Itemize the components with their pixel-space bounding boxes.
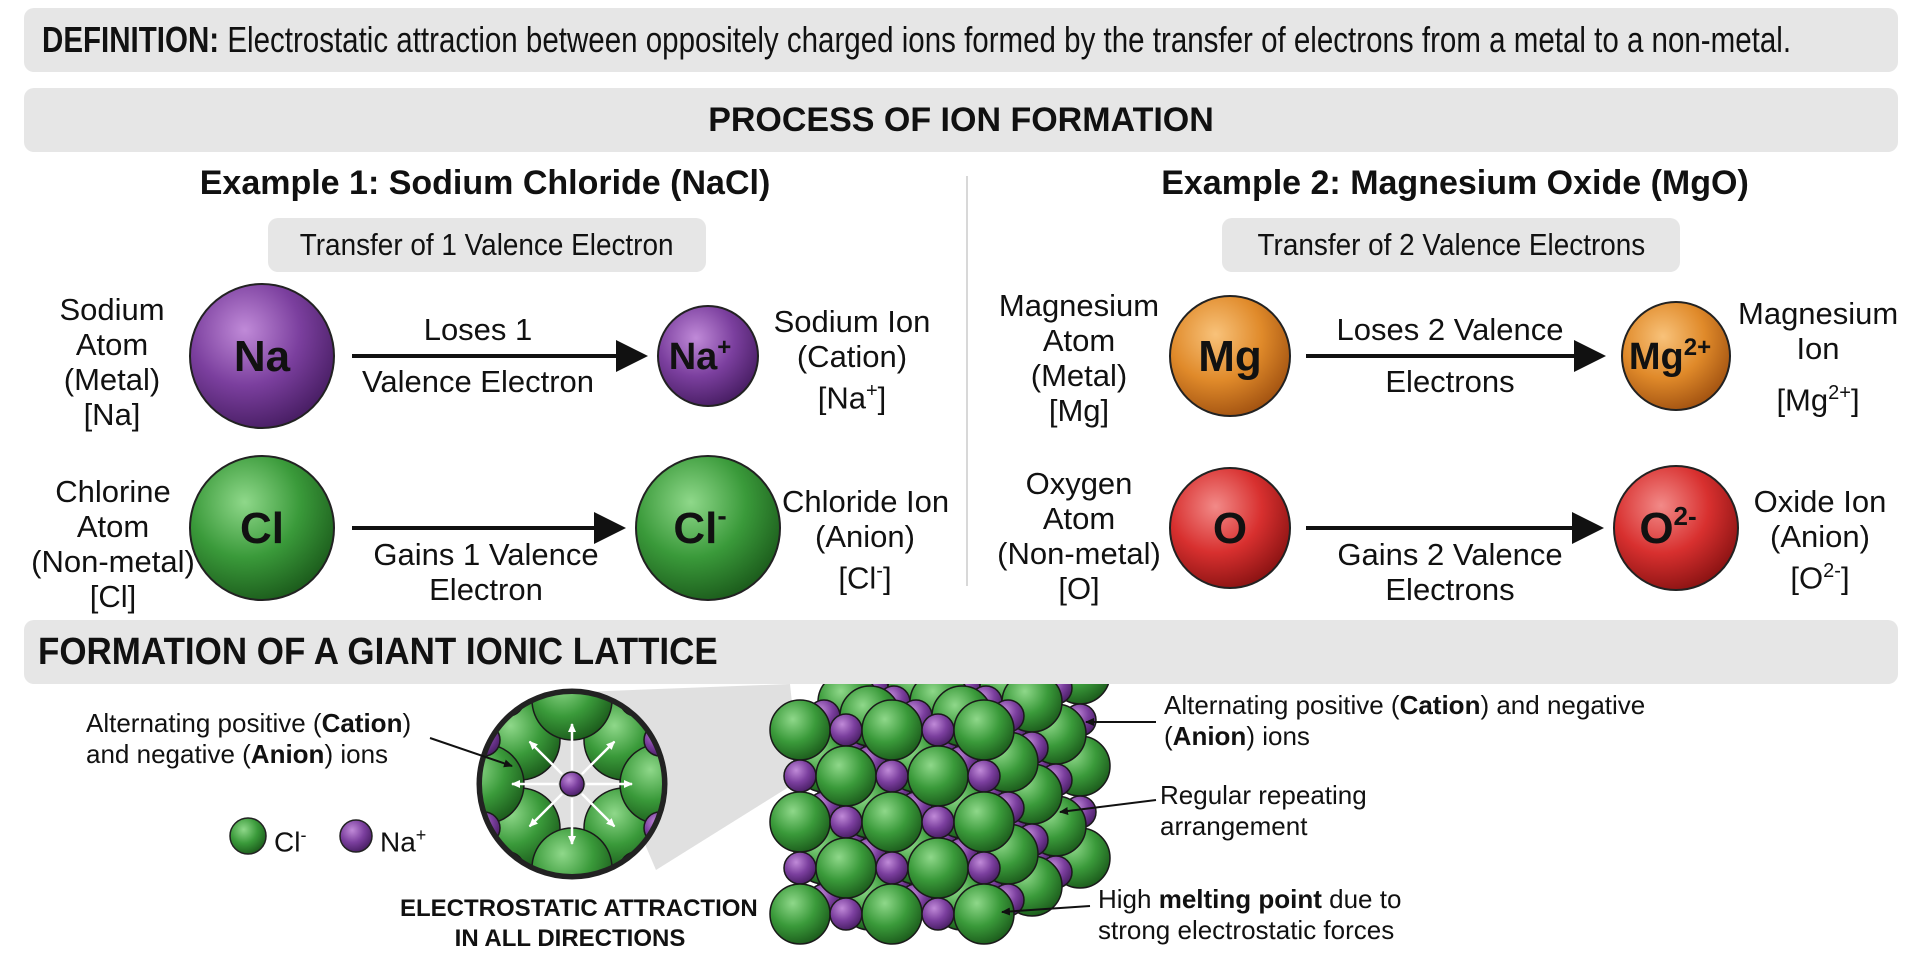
lattice-sodium-ion	[967, 851, 1001, 885]
oxide-ion-label: Oxide Ion (Anion) [O2-]	[1753, 484, 1887, 596]
oxygen-atom	[1169, 467, 1291, 589]
lattice-sodium-ion	[783, 759, 817, 793]
attraction-arrow	[581, 740, 616, 775]
oxygen-arrow-bottom-label: Gains 2 Valence	[1337, 537, 1563, 572]
lattice-chloride-ion	[953, 699, 1015, 761]
chlorine-arrow-top-label: Gains 1 Valence	[373, 537, 599, 572]
attraction-caption: ELECTROSTATIC ATTRACTION IN ALL DIRECTIO…	[400, 895, 758, 952]
magnesium-atom-symbol: Mg	[1198, 332, 1262, 381]
definition-bar: DEFINITION: Electrostatic attraction bet…	[24, 8, 1898, 72]
chlorine-atom	[189, 455, 335, 601]
chloride-ion-symbol: Cl-	[673, 500, 726, 553]
legend-chloride-label: Cl-	[274, 825, 307, 858]
lattice-chloride-ion	[815, 837, 877, 899]
left-note-pointer	[429, 737, 513, 768]
lattice-sodium-ion	[921, 897, 955, 931]
lattice-chloride-ion	[907, 837, 969, 899]
lattice-sodium-ion	[967, 759, 1001, 793]
example2-title: Example 2: Magnesium Oxide (MgO)	[1161, 164, 1749, 202]
sodium-arrow-top-label: Loses 1	[423, 312, 533, 347]
legend-sodium-label: Na+	[380, 825, 427, 858]
lattice-sodium-ion	[875, 851, 909, 885]
sodium-arrow-bottom-label: Valence Electron	[361, 364, 595, 399]
oxygen-atom-symbol: O	[1213, 504, 1247, 553]
note3-pointer	[1001, 905, 1091, 916]
note2-pointer	[1059, 799, 1157, 815]
lattice-chloride-ion	[861, 791, 923, 853]
magnesium-arrow-bottom-label: Electrons	[1385, 364, 1515, 399]
lattice-chloride-ion	[769, 699, 831, 761]
oxygen-atom-label: Oxygen Atom (Non-metal) [O]	[997, 466, 1161, 606]
zoom-center-sodium-ion	[559, 771, 585, 797]
lattice-sodium-ion	[921, 713, 955, 747]
lattice-sodium-ion	[875, 759, 909, 793]
oxygen-arrow-bottom-label-2: Electrons	[1385, 572, 1515, 607]
lattice-chloride-ion	[815, 745, 877, 807]
lattice-chloride-ion	[769, 791, 831, 853]
oxide-ion-symbol: O2-	[1639, 501, 1696, 553]
right-note-alternating: Alternating positive (Cation) and negati…	[1164, 690, 1646, 751]
oxide-ion	[1613, 465, 1739, 591]
example2-subtitle: Transfer of 2 Valence Electrons	[1222, 218, 1680, 272]
magnesium-ion	[1621, 301, 1731, 411]
lattice-chloride-ion	[861, 699, 923, 761]
chlorine-arrow-bottom-label: Electron	[429, 572, 543, 607]
lattice-chloride-ion	[861, 883, 923, 945]
sodium-ion-label: Sodium Ion (Cation) [Na+]	[773, 304, 931, 416]
zoom-sodium-ion	[491, 851, 525, 876]
magnesium-ion-label: Magnesium Ion [Mg2+]	[1738, 296, 1899, 418]
ionic-lattice-cube	[769, 643, 1111, 945]
chloride-ion	[635, 455, 781, 601]
lattice-sodium-ion	[783, 851, 817, 885]
chlorine-atom-symbol: Cl	[240, 504, 284, 553]
legend-chloride-dot	[229, 817, 267, 855]
lattice-header: FORMATION OF A GIANT IONIC LATTICE	[24, 620, 1898, 684]
magnesium-atom-label: Magnesium Atom (Metal) [Mg]	[998, 288, 1160, 428]
lattice-title: FORMATION OF A GIANT IONIC LATTICE	[38, 631, 718, 673]
right-note-regular: Regular repeating arrangement	[1160, 780, 1367, 841]
sodium-ion-symbol: Na+	[669, 334, 732, 378]
attraction-arrow	[528, 793, 563, 828]
left-lattice-note: Alternating positive (Cation) and negati…	[86, 708, 412, 769]
sodium-atom-symbol: Na	[234, 332, 291, 381]
attraction-arrow	[528, 740, 563, 775]
examples-divider	[966, 176, 968, 586]
example1-title: Example 1: Sodium Chloride (NaCl)	[199, 164, 771, 202]
legend-sodium-dot	[339, 819, 373, 853]
attraction-arrows	[511, 723, 633, 845]
sodium-atom-label: Sodium Atom (Metal) [Na]	[59, 292, 165, 432]
lattice-chloride-ion	[907, 745, 969, 807]
process-header: PROCESS OF ION FORMATION	[24, 88, 1898, 152]
magnesium-atom	[1169, 295, 1291, 417]
attraction-arrow	[581, 793, 616, 828]
magnesium-ion-symbol: Mg2+	[1629, 334, 1711, 378]
magnesium-arrow-top-label: Loses 2 Valence	[1336, 312, 1564, 347]
lattice-sodium-ion	[921, 805, 955, 839]
definition-body: Electrostatic attraction between opposit…	[227, 19, 1792, 60]
right-note-melting: High melting point due to strong electro…	[1098, 884, 1402, 945]
zoom-sodium-ion	[491, 692, 525, 717]
lattice-chloride-ion	[769, 883, 831, 945]
lattice-chloride-ion	[953, 791, 1015, 853]
example1-subtitle: Transfer of 1 Valence Electron	[268, 218, 706, 272]
sodium-atom	[189, 283, 335, 429]
lattice-sodium-ion	[829, 713, 863, 747]
definition-text: DEFINITION: Electrostatic attraction bet…	[42, 8, 1791, 72]
lattice-chloride-ion	[953, 883, 1015, 945]
lattice-sodium-ion	[829, 897, 863, 931]
definition-label: DEFINITION:	[42, 19, 220, 60]
zoom-sodium-ion	[619, 851, 653, 876]
sodium-ion	[657, 305, 759, 407]
chlorine-atom-label: Chlorine Atom (Non-metal) [Cl]	[31, 474, 195, 614]
chloride-ion-label: Chloride Ion (Anion) [Cl-]	[782, 484, 950, 596]
process-title: PROCESS OF ION FORMATION	[708, 101, 1214, 139]
lattice-sodium-ion	[829, 805, 863, 839]
